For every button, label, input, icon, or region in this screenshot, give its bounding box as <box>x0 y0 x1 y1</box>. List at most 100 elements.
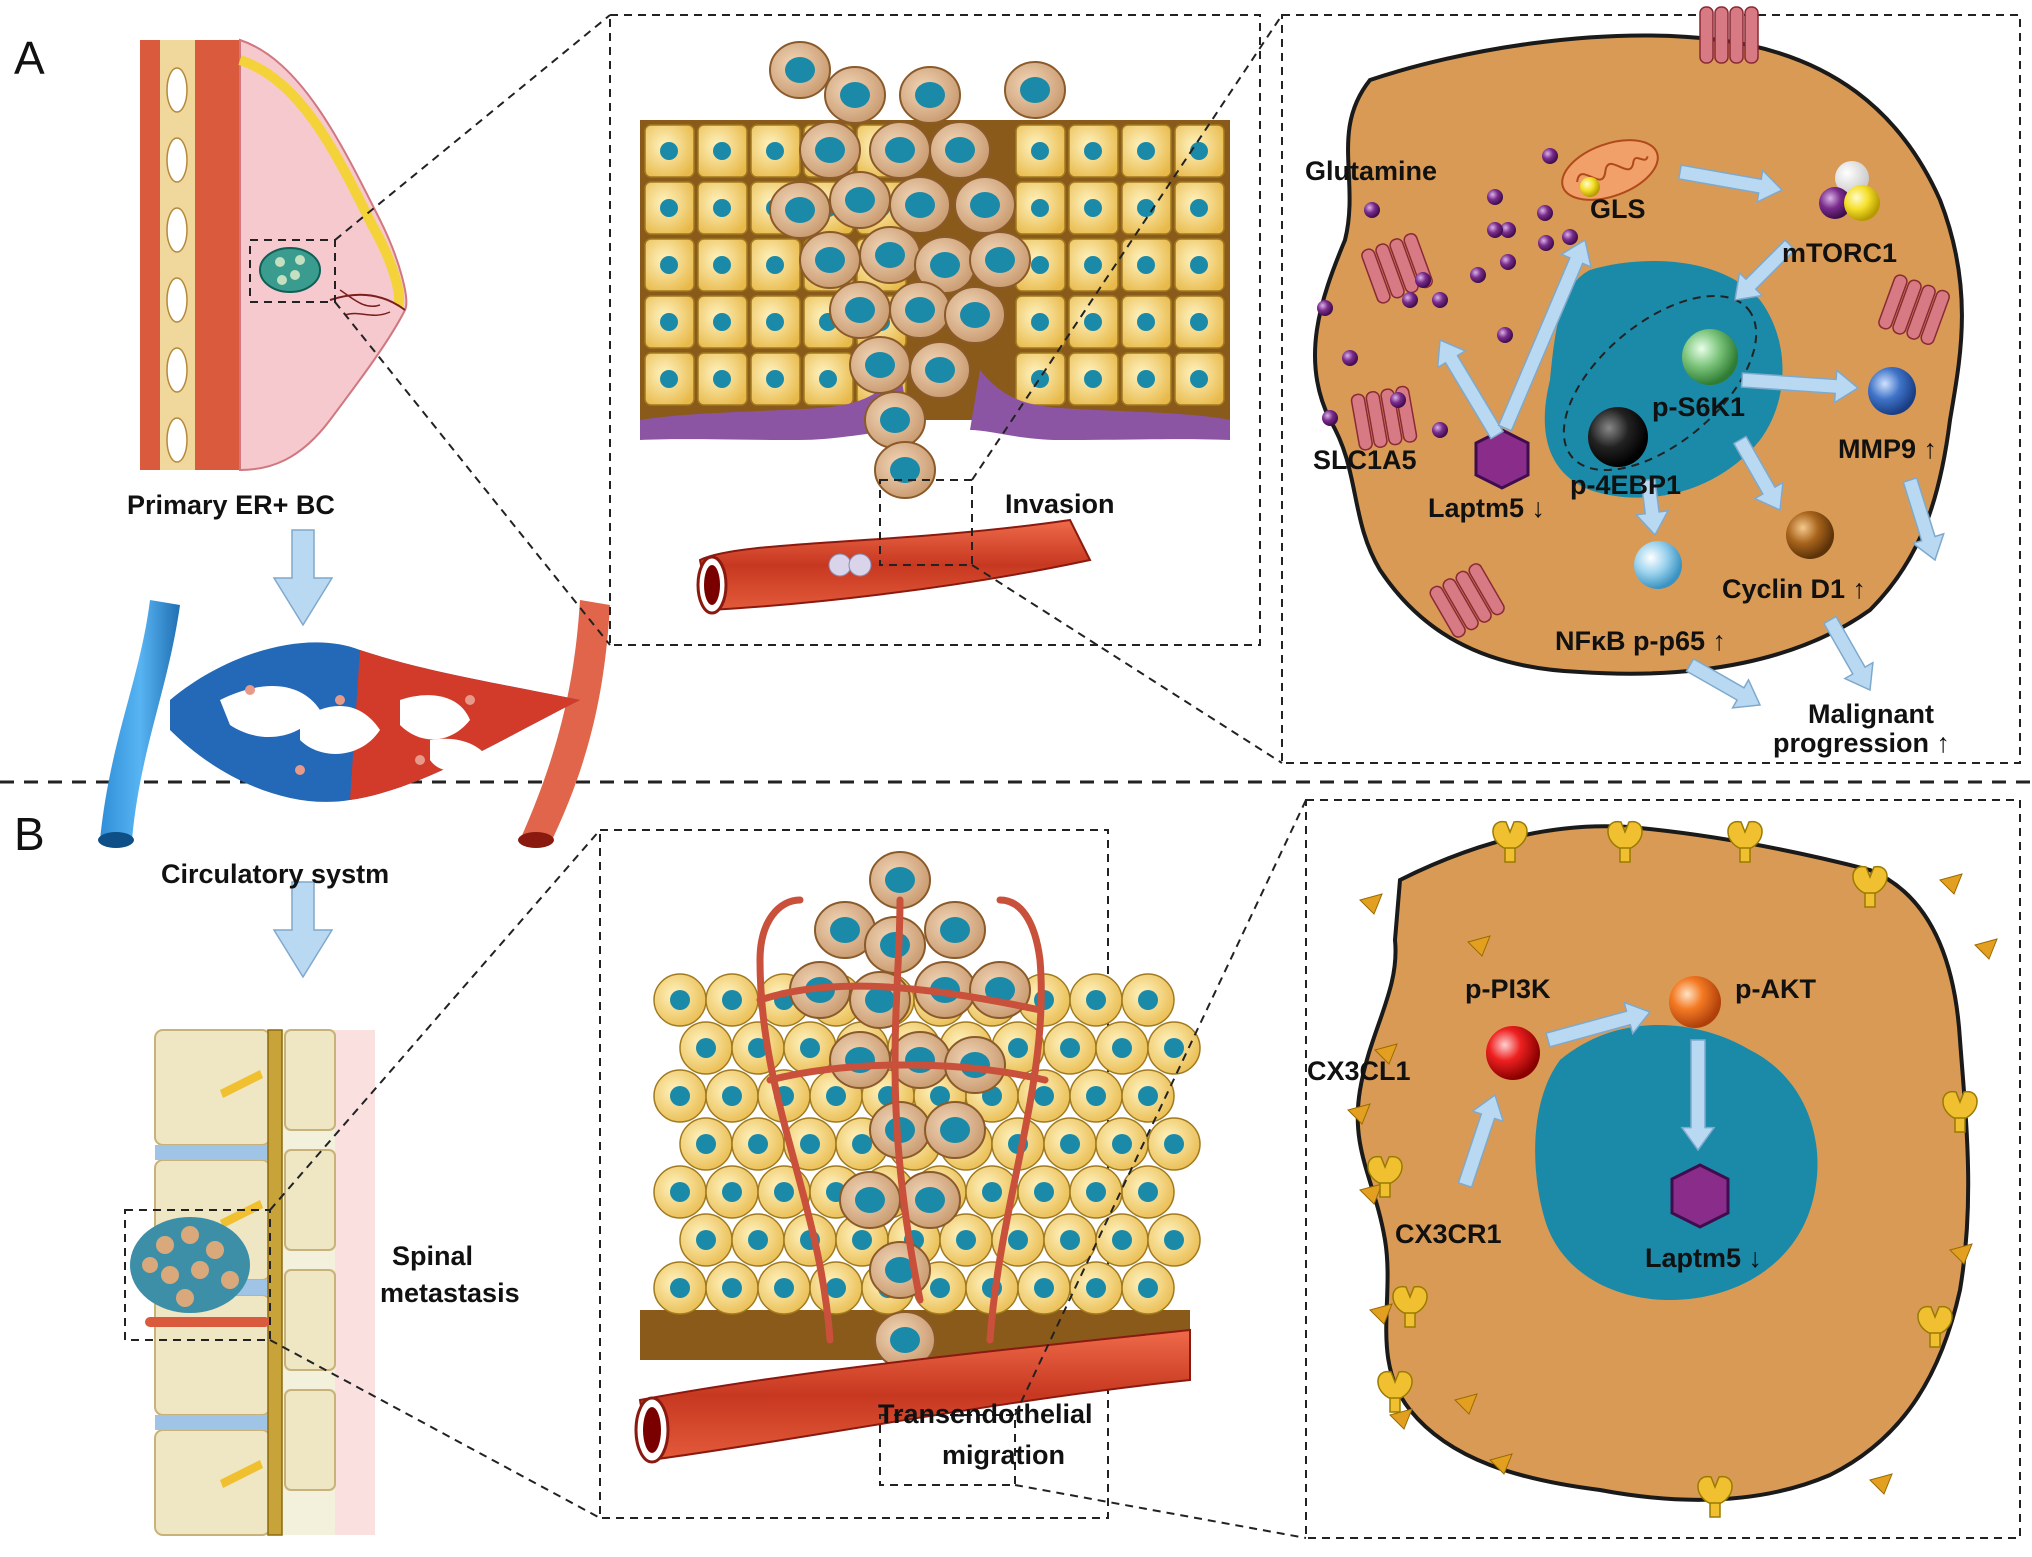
laptm5-hexagon-icon <box>1474 428 1530 490</box>
glutamine-molecule-icon <box>1538 235 1554 251</box>
mmp9-icon <box>1868 367 1916 415</box>
epithelial-cell <box>1015 181 1066 235</box>
epithelial-cell <box>1015 124 1066 178</box>
arrow-gls-to-mtorc1 <box>1677 164 1784 204</box>
stromal-cell <box>653 1069 707 1123</box>
glutamine-molecule-icon <box>1487 189 1503 205</box>
stromal-cell <box>1095 1021 1149 1075</box>
glutamine-molecule-icon <box>1390 392 1406 408</box>
laptm5-b-hexagon-icon <box>1670 1163 1730 1229</box>
epithelial-cell <box>1121 352 1172 406</box>
stromal-cell <box>1121 973 1175 1027</box>
epithelial-cell <box>1015 295 1066 349</box>
label-spinal-line2: metastasis <box>380 1278 520 1308</box>
glutamine-molecule-icon <box>1497 327 1513 343</box>
tumor-cell <box>899 1171 961 1229</box>
epithelial-cell <box>1068 181 1119 235</box>
stromal-cell <box>1121 1069 1175 1123</box>
stromal-cell <box>1069 1261 1123 1315</box>
epithelial-cell <box>1121 124 1172 178</box>
cx3cr1-receptor-icon <box>1377 1370 1413 1413</box>
cx3cl1-ligand-icon <box>1467 935 1491 957</box>
tumor-cell <box>829 281 891 339</box>
panel-a-letter: A <box>14 32 45 84</box>
tumor-cell <box>769 41 831 99</box>
stromal-cell <box>1043 1213 1097 1267</box>
tumor-cell <box>864 391 926 449</box>
epithelial-cell <box>644 181 695 235</box>
label-glutamine: Glutamine <box>1305 156 1437 186</box>
tumor-cell <box>849 971 911 1029</box>
label-cx3cr1: CX3CR1 <box>1395 1219 1502 1249</box>
stromal-cell <box>731 1117 785 1171</box>
invasion-panel-box <box>609 14 1261 646</box>
tumor-cell <box>829 1031 891 1089</box>
cx3cl1-ligand-icon <box>1369 1303 1393 1325</box>
tumor-cell <box>869 121 931 179</box>
invasion-vessel-box <box>879 479 973 566</box>
arrow-nfkb-out <box>1685 657 1762 709</box>
tumor-cell <box>864 916 926 974</box>
migration-vessel-box <box>879 1414 1016 1486</box>
stromal-cell <box>1017 1261 1071 1315</box>
stromal-cell <box>679 1117 733 1171</box>
stromal-cell <box>1095 1213 1149 1267</box>
label-transendothelial-line2: migration <box>942 1440 1065 1470</box>
tumor-cell <box>1004 61 1066 119</box>
label-laptm5-a: Laptm5 ↓ <box>1428 493 1545 523</box>
label-cyclin-d1: Cyclin D1 ↑ <box>1722 574 1866 604</box>
stromal-cell <box>705 1165 759 1219</box>
cx3cr1-receptor-icon <box>1917 1305 1953 1348</box>
transendothelial-panel-box <box>599 829 1109 1519</box>
cyclin-d1-icon <box>1786 511 1834 559</box>
tumor-cell <box>829 171 891 229</box>
stromal-cell <box>1095 1117 1149 1171</box>
cx3cr1-receptor-icon <box>1942 1090 1978 1133</box>
tumor-cell <box>874 1311 936 1369</box>
zoom-connectors <box>269 14 1307 1539</box>
capillary-vessel <box>986 896 1045 1344</box>
cx3cl1-ligand-icon <box>1454 1393 1478 1415</box>
stromal-cell <box>1069 973 1123 1027</box>
glutamine-molecule-icon <box>1487 222 1503 238</box>
epithelial-cell <box>750 352 801 406</box>
tumor-cell <box>889 1031 951 1089</box>
glutamine-molecule-icon <box>1542 148 1558 164</box>
cx3cl1-ligand-icon <box>1347 1103 1371 1125</box>
label-primary-er-bc: Primary ER+ BC <box>127 490 335 520</box>
tumor-cell <box>969 231 1031 289</box>
tumor-cell <box>799 231 861 289</box>
tumor-cell <box>924 901 986 959</box>
cell-a <box>1312 6 1964 709</box>
glutamine-molecule-icon <box>1562 229 1578 245</box>
epithelial-cell <box>1068 238 1119 292</box>
cx3cl1-ligand-icon <box>1974 938 1998 960</box>
glutamine-molecule-icon <box>1402 292 1418 308</box>
label-laptm5-b: Laptm5 ↓ <box>1645 1243 1762 1273</box>
cx3cr1-receptor-icon <box>1852 865 1888 908</box>
stromal-cell <box>1017 1165 1071 1219</box>
arrow-s6k1-to-mmp9 <box>1740 368 1860 404</box>
epithelial-cell <box>803 352 854 406</box>
stromal-cell <box>705 1069 759 1123</box>
tumor-cell <box>889 176 951 234</box>
label-gls: GLS <box>1590 194 1646 224</box>
label-circulatory-system: Circulatory systm <box>161 859 389 889</box>
cx3cl1-ligand-icon <box>1389 1408 1413 1430</box>
epithelial-cell <box>1068 352 1119 406</box>
epithelial-cell <box>1068 295 1119 349</box>
stromal-cell <box>679 1213 733 1267</box>
tumor-cell <box>824 66 886 124</box>
epithelial-cell <box>644 352 695 406</box>
epithelial-cell <box>644 295 695 349</box>
arrow-cx3cr1-to-pi3k <box>1457 1093 1505 1189</box>
stromal-cell <box>731 1021 785 1075</box>
arrow-laptm5-to-gls <box>1497 238 1593 432</box>
cell-b-nucleus <box>1535 1025 1818 1300</box>
stromal-cell <box>1147 1021 1201 1075</box>
label-p-4ebp1: p-4EBP1 <box>1570 470 1681 500</box>
tumor-cell <box>869 851 931 909</box>
epithelial-cell <box>697 124 748 178</box>
cell-a-complex-ring <box>1562 294 1758 472</box>
glutamine-molecule-icon <box>1500 222 1516 238</box>
